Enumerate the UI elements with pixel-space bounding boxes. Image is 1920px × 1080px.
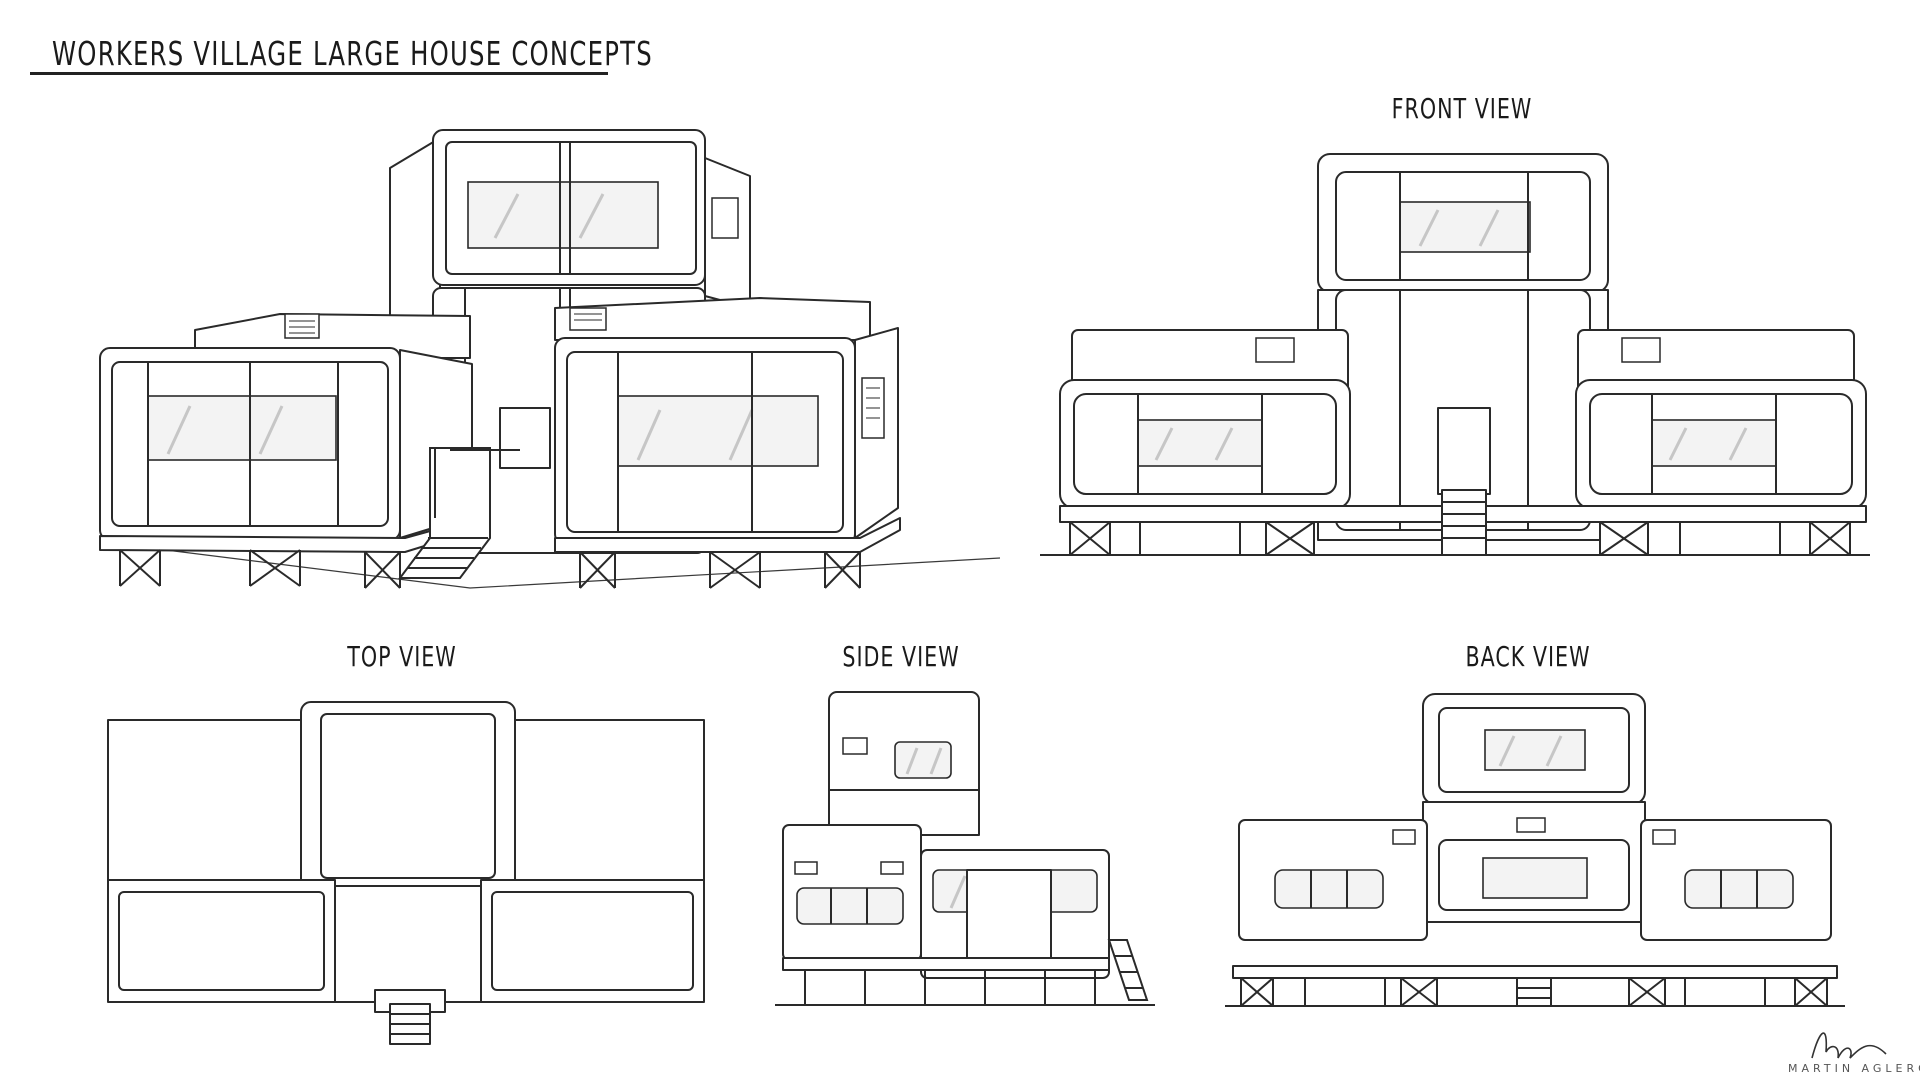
back-view-drawing [1225, 690, 1845, 1010]
front-view-label: FRONT VIEW [1391, 92, 1533, 125]
back-view-label: BACK VIEW [1465, 640, 1591, 673]
top-view-drawing [105, 700, 705, 1045]
back-elevation [1225, 693, 1845, 1007]
top-plan [107, 701, 705, 1045]
perspective-house-drawing [99, 129, 1001, 589]
header: WORKERS VILLAGE LARGE HOUSE CONCEPTS [30, 26, 652, 78]
page-title: WORKERS VILLAGE LARGE HOUSE CONCEPTS [52, 34, 653, 73]
artist-credit: MARTIN AGLERON [1788, 1062, 1920, 1075]
front-view-drawing [1040, 150, 1870, 560]
side-view-drawing [775, 690, 1155, 1010]
front-elevation [1040, 153, 1870, 556]
title-underline [30, 72, 608, 75]
side-view-label: SIDE VIEW [842, 640, 960, 673]
side-elevation [775, 691, 1155, 1006]
top-view-label: TOP VIEW [347, 640, 457, 673]
perspective-sketch [99, 118, 1001, 589]
signature-icon [1790, 1018, 1910, 1068]
